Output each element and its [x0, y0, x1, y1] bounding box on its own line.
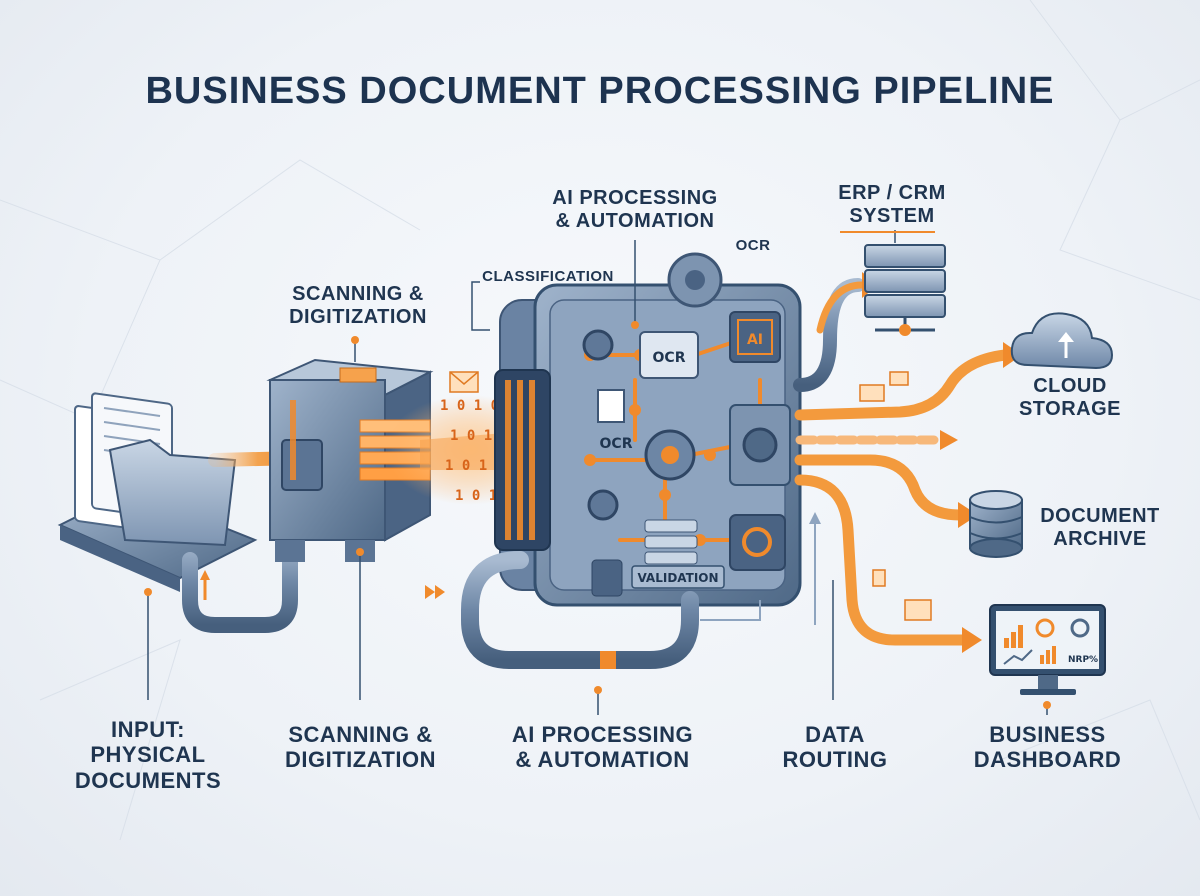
- cloud-storage-label: CLOUD STORAGE: [1018, 375, 1122, 420]
- monitor-icon: NRP%: [989, 604, 1106, 695]
- ocr-chip-label: OCR: [653, 350, 686, 366]
- database-icon: [969, 490, 1023, 558]
- left-gear-icon: [582, 329, 614, 361]
- server-icon: [864, 244, 946, 336]
- ocr-top-label: OCR: [735, 237, 771, 254]
- validation-label: VALIDATION: [637, 571, 718, 585]
- database-module-icon: [644, 519, 698, 565]
- left-lower-gear-icon: [587, 489, 619, 521]
- cloud-icon: [1010, 312, 1114, 370]
- input-label: INPUT: PHYSICAL DOCUMENTS: [74, 717, 222, 793]
- scanning-bottom-label: SCANNING & DIGITIZATION: [284, 722, 437, 773]
- feedback-line: [700, 600, 761, 621]
- dashboard-screen-text: NRP%: [1068, 655, 1098, 665]
- document-tray-icon: [57, 392, 258, 592]
- ai-chip-label: AI: [747, 332, 763, 348]
- ai-processing-machine: OCR AI OCR VALIDATION: [494, 252, 802, 607]
- leader-lines: [147, 230, 1048, 715]
- loop-pipe-band: [600, 651, 616, 669]
- ocr-side-label: OCR: [600, 436, 633, 452]
- loop-arrows-icon: [425, 585, 445, 599]
- classification-label: CLASSIFICATION: [482, 268, 614, 285]
- orange-gear-icon: [742, 527, 772, 557]
- erp-crm-label: ERP / CRM SYSTEM: [838, 182, 946, 227]
- scanning-top-label: SCANNING & DIGITIZATION: [289, 283, 427, 328]
- output-flows: [793, 278, 1011, 646]
- business-dashboard-label: BUSINESS DASHBOARD: [973, 722, 1122, 773]
- right-gear-icon: [742, 427, 778, 463]
- feedback-arrowhead: [809, 512, 821, 524]
- ai-processing-top-label: AI PROCESSING & AUTOMATION: [552, 187, 718, 232]
- data-routing-label: DATA ROUTING: [782, 722, 888, 773]
- document-icon: [597, 389, 625, 423]
- tray-pipe: [182, 532, 298, 633]
- mail-icon: [449, 371, 479, 393]
- page-title: BUSINESS DOCUMENT PROCESSING PIPELINE: [145, 70, 1055, 112]
- floating-envelopes: [859, 371, 932, 621]
- ai-processing-bottom-label: AI PROCESSING & AUTOMATION: [511, 722, 694, 773]
- leader-dots: [144, 321, 1051, 709]
- background-network: [0, 0, 1200, 841]
- document-archive-label: DOCUMENT ARCHIVE: [1040, 505, 1160, 550]
- loop-pipe: [461, 551, 699, 669]
